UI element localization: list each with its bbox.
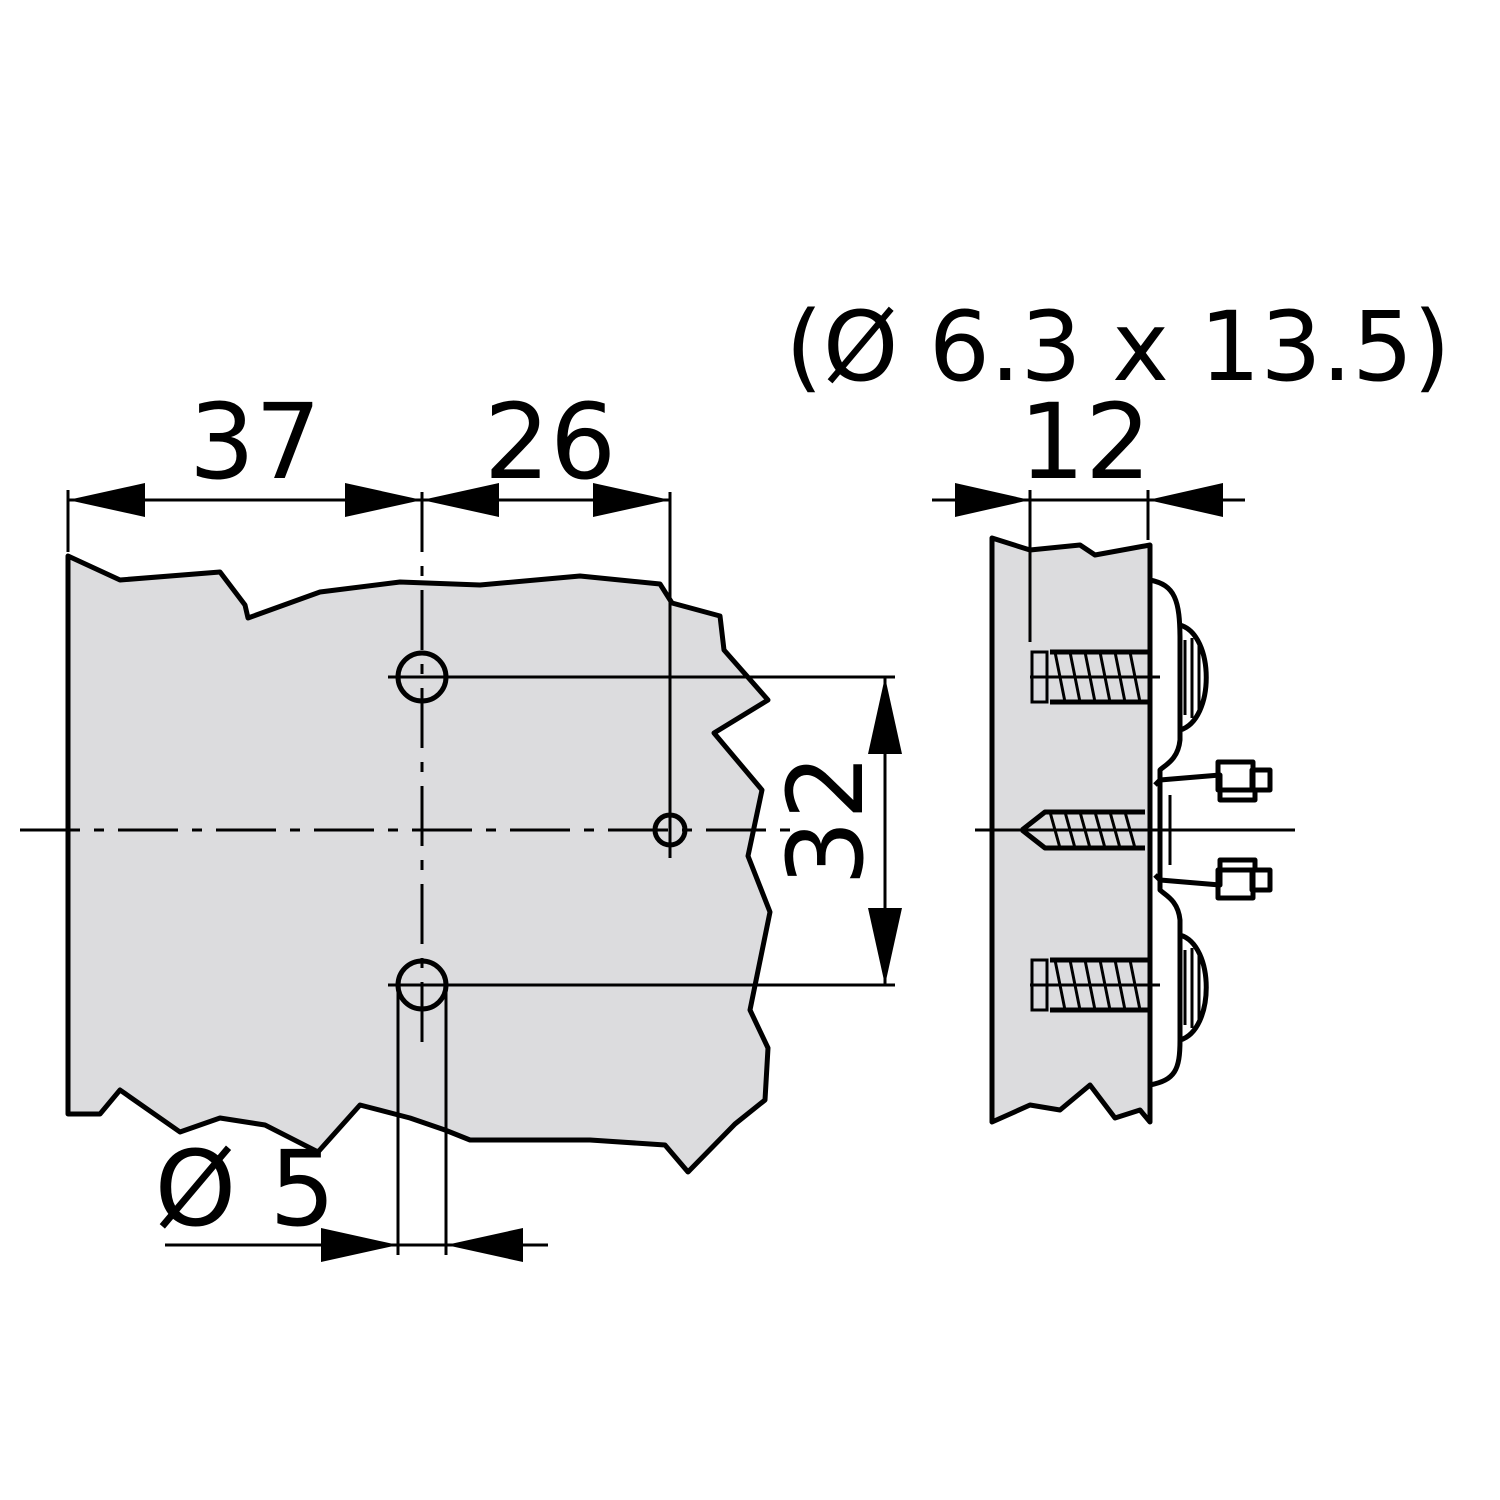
- upper-screw-head: [1179, 622, 1209, 733]
- dim-label-37: 37: [189, 381, 321, 503]
- upper-head-hatch: [1183, 638, 1201, 718]
- dim-label-32: 32: [765, 754, 887, 886]
- vertical-dimension: 32: [765, 677, 902, 985]
- top-dimensions: 37 26: [66, 381, 670, 552]
- mounting-plate-profile: [1149, 577, 1183, 1088]
- arrow-32-top: [868, 677, 902, 754]
- arrow-26-right: [593, 483, 670, 517]
- upper-screw: [1030, 649, 1160, 705]
- screw-spec-label: (Ø 6.3 x 13.5): [785, 291, 1450, 403]
- arrow-diameter-left: [321, 1228, 398, 1262]
- lower-head-hatch: [1183, 948, 1201, 1028]
- dim-label-26: 26: [484, 381, 616, 503]
- lower-screw-head: [1179, 932, 1209, 1043]
- front-panel-outline: [65, 553, 773, 1175]
- arrow-32-bottom: [868, 908, 902, 985]
- arrow-37-left: [68, 483, 145, 517]
- lower-screw: [1030, 957, 1160, 1013]
- arrow-12-right: [1148, 483, 1223, 517]
- hole-diameter-dimension: Ø 5: [154, 990, 548, 1262]
- center-hole: [652, 812, 688, 848]
- arrow-12-left: [955, 483, 1030, 517]
- dim-label-diameter: Ø 5: [154, 1128, 335, 1250]
- arrow-diameter-right: [446, 1228, 523, 1262]
- arrow-26-left: [422, 483, 499, 517]
- arrow-37-right: [345, 483, 422, 517]
- side-view: 12 (Ø 6.3 x 13.5): [785, 291, 1451, 1125]
- dim-label-12: 12: [1019, 381, 1151, 503]
- front-view: [20, 492, 895, 1175]
